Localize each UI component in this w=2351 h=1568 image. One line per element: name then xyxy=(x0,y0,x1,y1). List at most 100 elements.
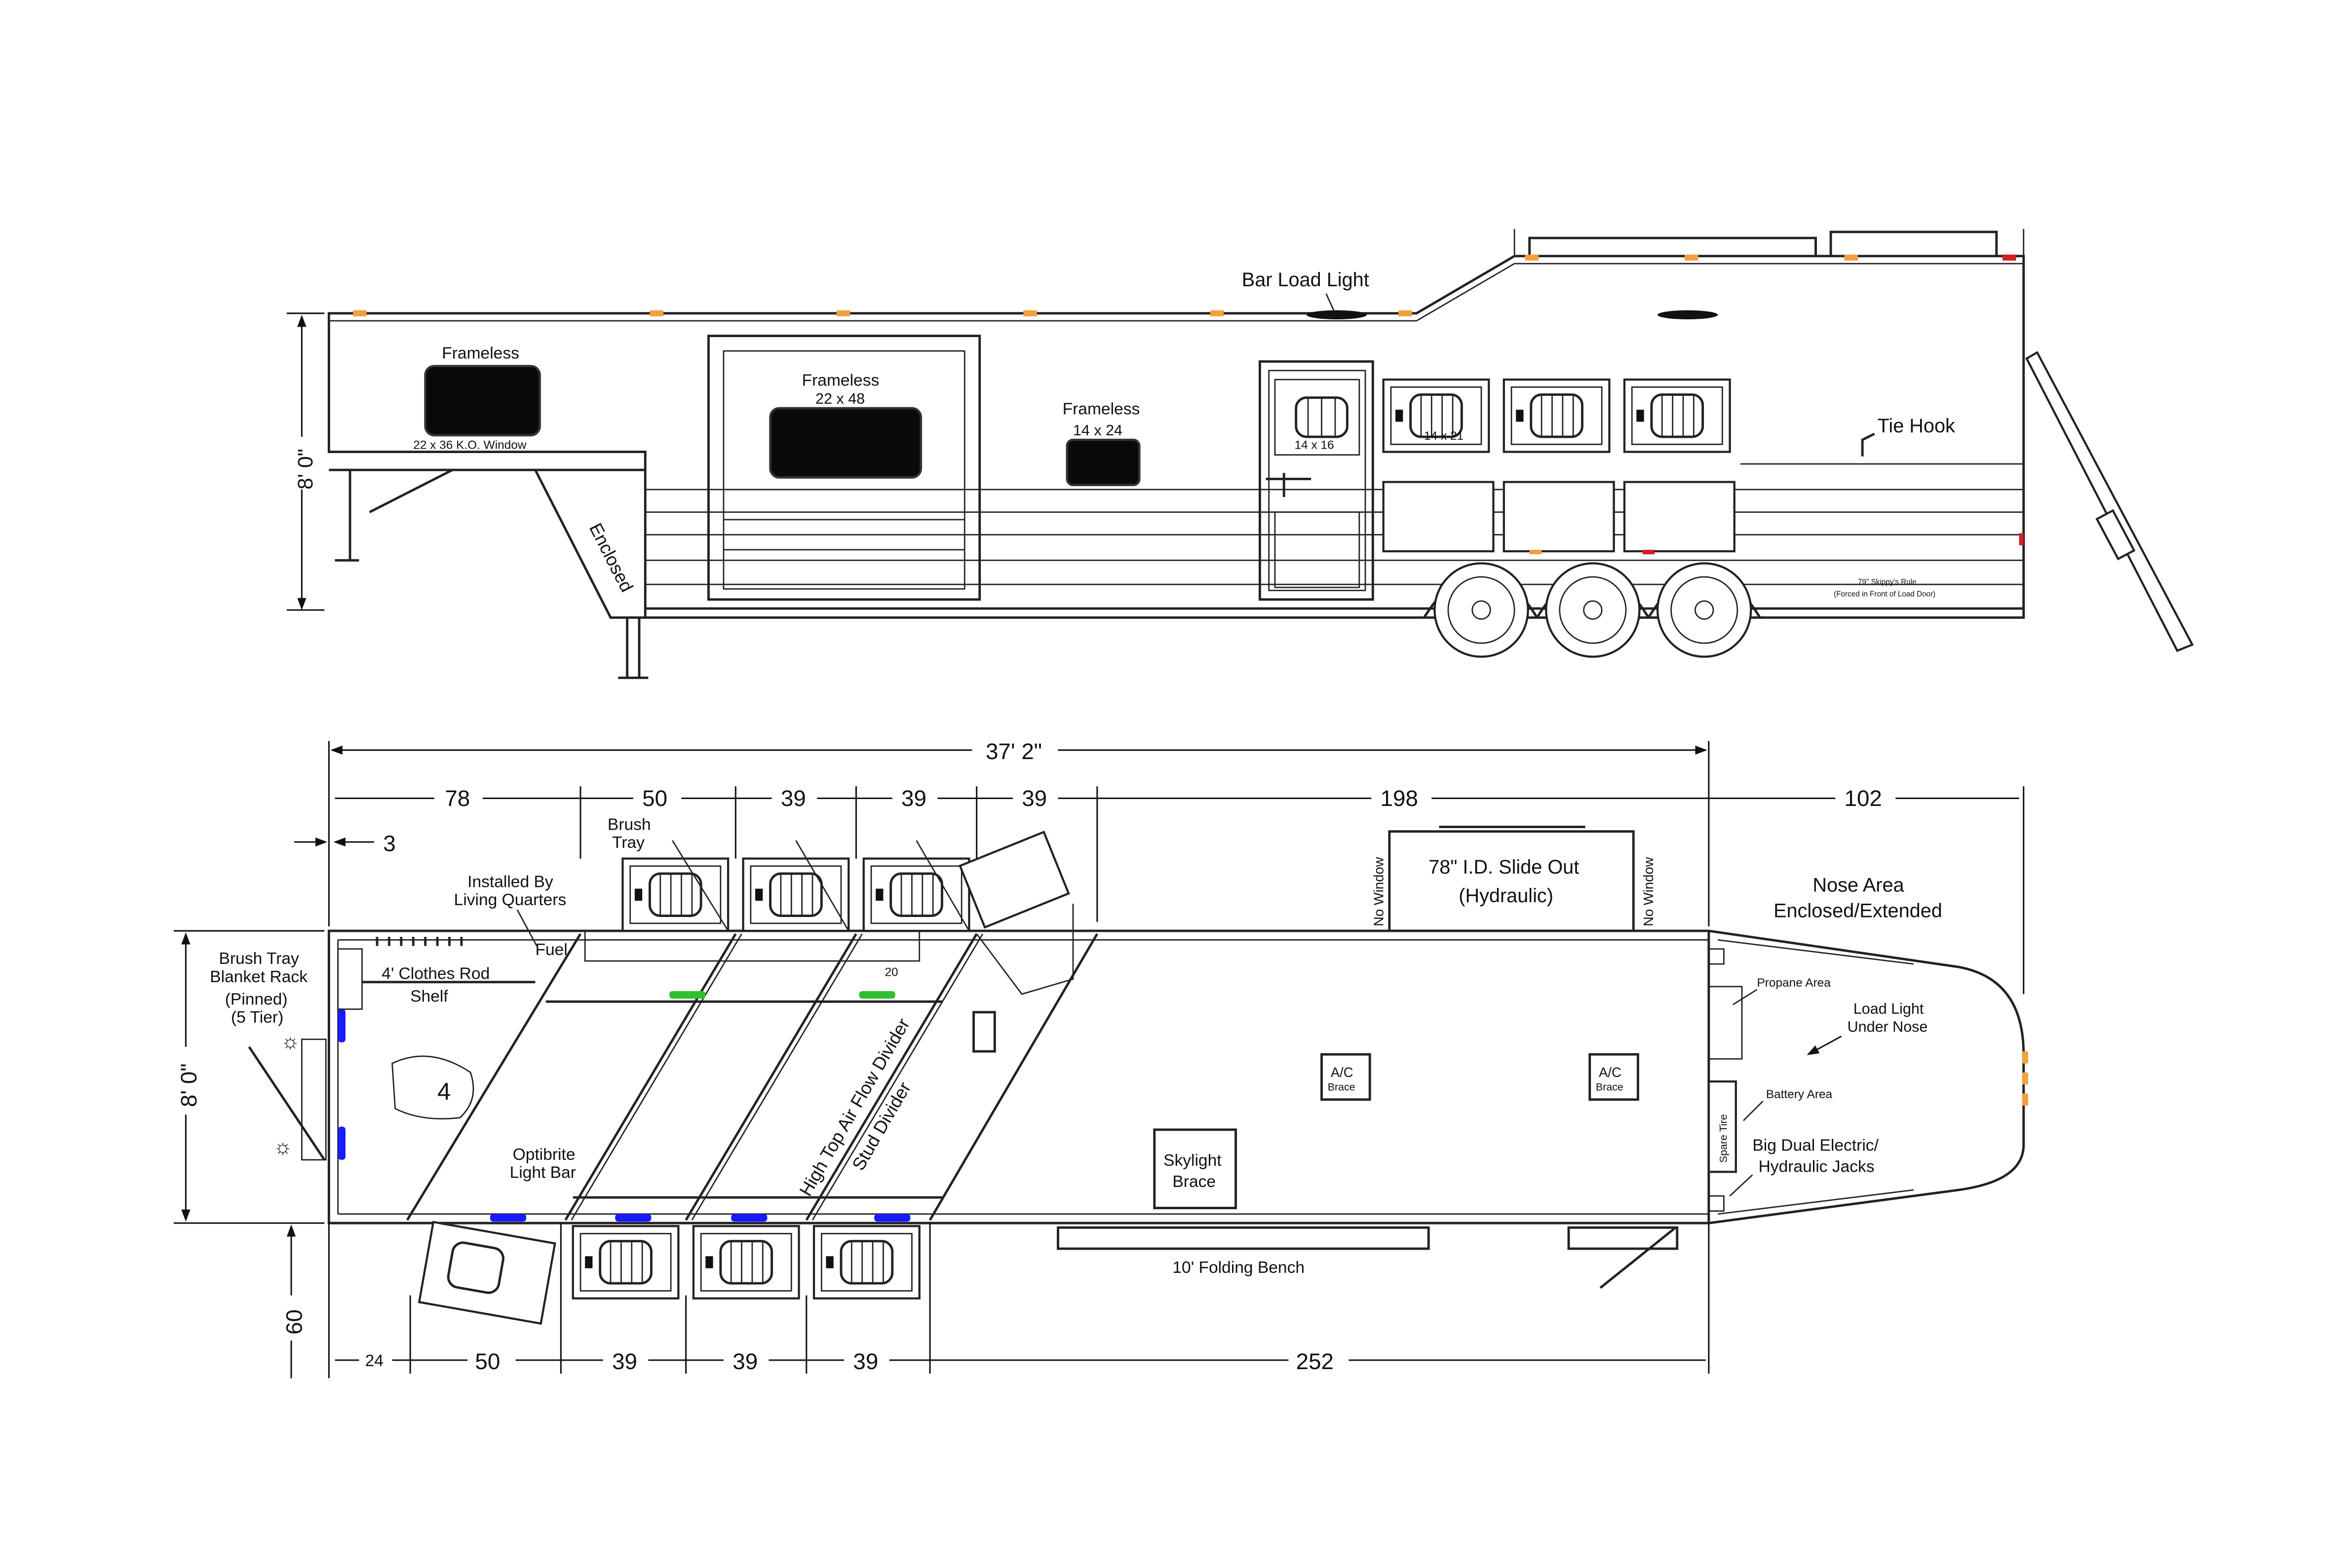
load-light-label: Load Light xyxy=(1853,1000,1924,1017)
spare-tire-label: Spare Tire xyxy=(1717,1114,1729,1163)
escape-door xyxy=(707,335,981,601)
dim-50-bottom: 50 xyxy=(475,1349,500,1374)
clothes-rod-label: 4' Clothes Rod xyxy=(382,965,490,983)
blanket-rack-label-4: (5 Tier) xyxy=(231,1008,283,1027)
rear-ramp-door xyxy=(2025,351,2194,652)
dim-78: 78 xyxy=(445,786,470,811)
sun-icon: ☼ xyxy=(281,1030,300,1053)
blanket-rack-label-3: (Pinned) xyxy=(225,991,288,1009)
ac-brace-label-2: Brace xyxy=(1596,1081,1623,1093)
top-drop-windows xyxy=(622,830,1074,995)
window3-size: 14 x 24 xyxy=(1073,422,1122,439)
window1-label: Frameless xyxy=(442,344,519,362)
vent xyxy=(972,1011,996,1053)
side-elevation: Bar Load Light Frameless 22 x 36 K.O. Wi… xyxy=(286,229,2194,679)
dim-39c: 39 xyxy=(1022,786,1047,811)
door-swing-dim: 60 xyxy=(281,1309,307,1335)
nose-area-label: Nose Area xyxy=(1812,875,1904,896)
skylight-brace-label: Skylight xyxy=(1163,1151,1222,1170)
bottom-drop-windows xyxy=(418,1221,919,1325)
tie-hook-icon xyxy=(1861,432,1875,457)
load-door: 14 x 16 xyxy=(1258,360,1374,601)
load-light-icon xyxy=(1657,310,1718,319)
jacks-label-2: Hydraulic Jacks xyxy=(1759,1157,1875,1176)
dim-252: 252 xyxy=(1296,1349,1334,1374)
load-light-note: Under Nose xyxy=(1848,1019,1928,1035)
installed-by-label: Installed By xyxy=(467,873,553,891)
no-window-left: No Window xyxy=(1371,857,1387,926)
window2-size: 22 x 48 xyxy=(815,390,865,407)
door-latch-icon xyxy=(1266,473,1311,497)
top-dimensions: 78 50 39 39 39 198 102 xyxy=(335,783,2025,994)
skippy-rule-note: (Forced in Front of Load Door) xyxy=(1834,590,1935,599)
bench-2 xyxy=(1567,1226,1679,1250)
battery-label: Battery Area xyxy=(1766,1088,1833,1101)
window2-label: Frameless xyxy=(802,371,880,389)
floor-width-dim: 8' 0" xyxy=(176,1064,201,1108)
dim-39-bottom-c: 39 xyxy=(853,1349,878,1374)
window-22x48 xyxy=(769,407,923,479)
shelf-label: Shelf xyxy=(410,987,448,1005)
ac-brace-label-2: Brace xyxy=(1328,1081,1355,1093)
ac-brace-label: A/C xyxy=(1599,1065,1621,1080)
blanket-rack-label-1: Brush Tray xyxy=(219,950,299,968)
window-22x36 xyxy=(424,365,541,437)
slide-out-note: (Hydraulic) xyxy=(1459,885,1553,907)
optibrite-label-2: Light Bar xyxy=(510,1164,576,1182)
tie-hook-label: Tie Hook xyxy=(1878,415,1955,437)
saddle-rack xyxy=(391,1055,474,1120)
slide-out xyxy=(1388,830,1635,932)
saddle-rack-count: 4 xyxy=(437,1078,451,1105)
roof-marker-lights xyxy=(353,254,2016,316)
bottom-dimensions: 24 50 39 39 39 252 xyxy=(328,1223,1710,1378)
wheels xyxy=(1423,562,1761,658)
rear-jack xyxy=(618,617,649,679)
roof-vents xyxy=(1528,230,1998,256)
nose-area-note: Enclosed/Extended xyxy=(1773,900,1942,922)
propane-label: Propane Area xyxy=(1757,976,1831,990)
ac-brace-label: A/C xyxy=(1331,1065,1353,1080)
overall-length-dim: 37' 2" xyxy=(986,739,1042,764)
divider-clearance: 20 xyxy=(885,966,898,979)
dim-39-bottom-a: 39 xyxy=(612,1349,637,1374)
skippy-rule-label: 79" Skippy's Rule xyxy=(1858,578,1917,586)
wall-dim: 3 xyxy=(383,831,395,856)
drop-window-size: 14 x 21 xyxy=(1424,429,1464,443)
dim-39b: 39 xyxy=(901,786,926,811)
feed-bunk xyxy=(584,930,921,962)
installed-by-label-2: Living Quarters xyxy=(454,891,567,909)
propane-area xyxy=(1708,986,1743,1060)
ac-brace-rear xyxy=(1588,1053,1639,1101)
bar-load-light-label: Bar Load Light xyxy=(1242,269,1369,291)
blanket-rack-label-2: Blanket Rack xyxy=(210,968,308,986)
trailer-body-outline xyxy=(327,255,2025,619)
slide-out-label: 78" I.D. Slide Out xyxy=(1428,856,1579,878)
dim-102: 102 xyxy=(1845,786,1882,811)
dim-24: 24 xyxy=(365,1352,384,1370)
dim-39-bottom-b: 39 xyxy=(732,1349,758,1374)
brush-tray-label: Brush xyxy=(608,816,651,834)
stall-dividers xyxy=(406,933,1098,1221)
ac-brace-front xyxy=(1320,1053,1371,1101)
gooseneck-hitch-jack xyxy=(329,468,646,619)
window3-label: Frameless xyxy=(1063,400,1140,418)
dim-198: 198 xyxy=(1381,786,1418,811)
sun-icon: ☼ xyxy=(273,1135,292,1159)
fuel-label: Fuel xyxy=(535,941,567,959)
drop-windows: 14 x 21 xyxy=(1384,380,2024,555)
folding-bench xyxy=(1057,1226,1430,1250)
skylight-brace xyxy=(1153,1128,1237,1210)
bar-load-light-icon xyxy=(1307,310,1367,319)
brush-tray-label-2: Tray xyxy=(612,834,645,852)
window1-size: 22 x 36 K.O. Window xyxy=(413,438,527,452)
blanket-rack xyxy=(248,1046,326,1161)
floor-plan: 37' 2" 78 50 39 39 39 198 102 3 xyxy=(174,739,2028,1378)
optibrite-label: Optibrite xyxy=(513,1146,576,1164)
door-window-size: 14 x 16 xyxy=(1295,438,1334,452)
jacks-label: Big Dual Electric/ xyxy=(1752,1137,1879,1155)
window-14x24 xyxy=(1066,438,1141,486)
no-window-right: No Window xyxy=(1641,857,1656,926)
dim-50: 50 xyxy=(642,786,667,811)
dim-39a: 39 xyxy=(781,786,806,811)
